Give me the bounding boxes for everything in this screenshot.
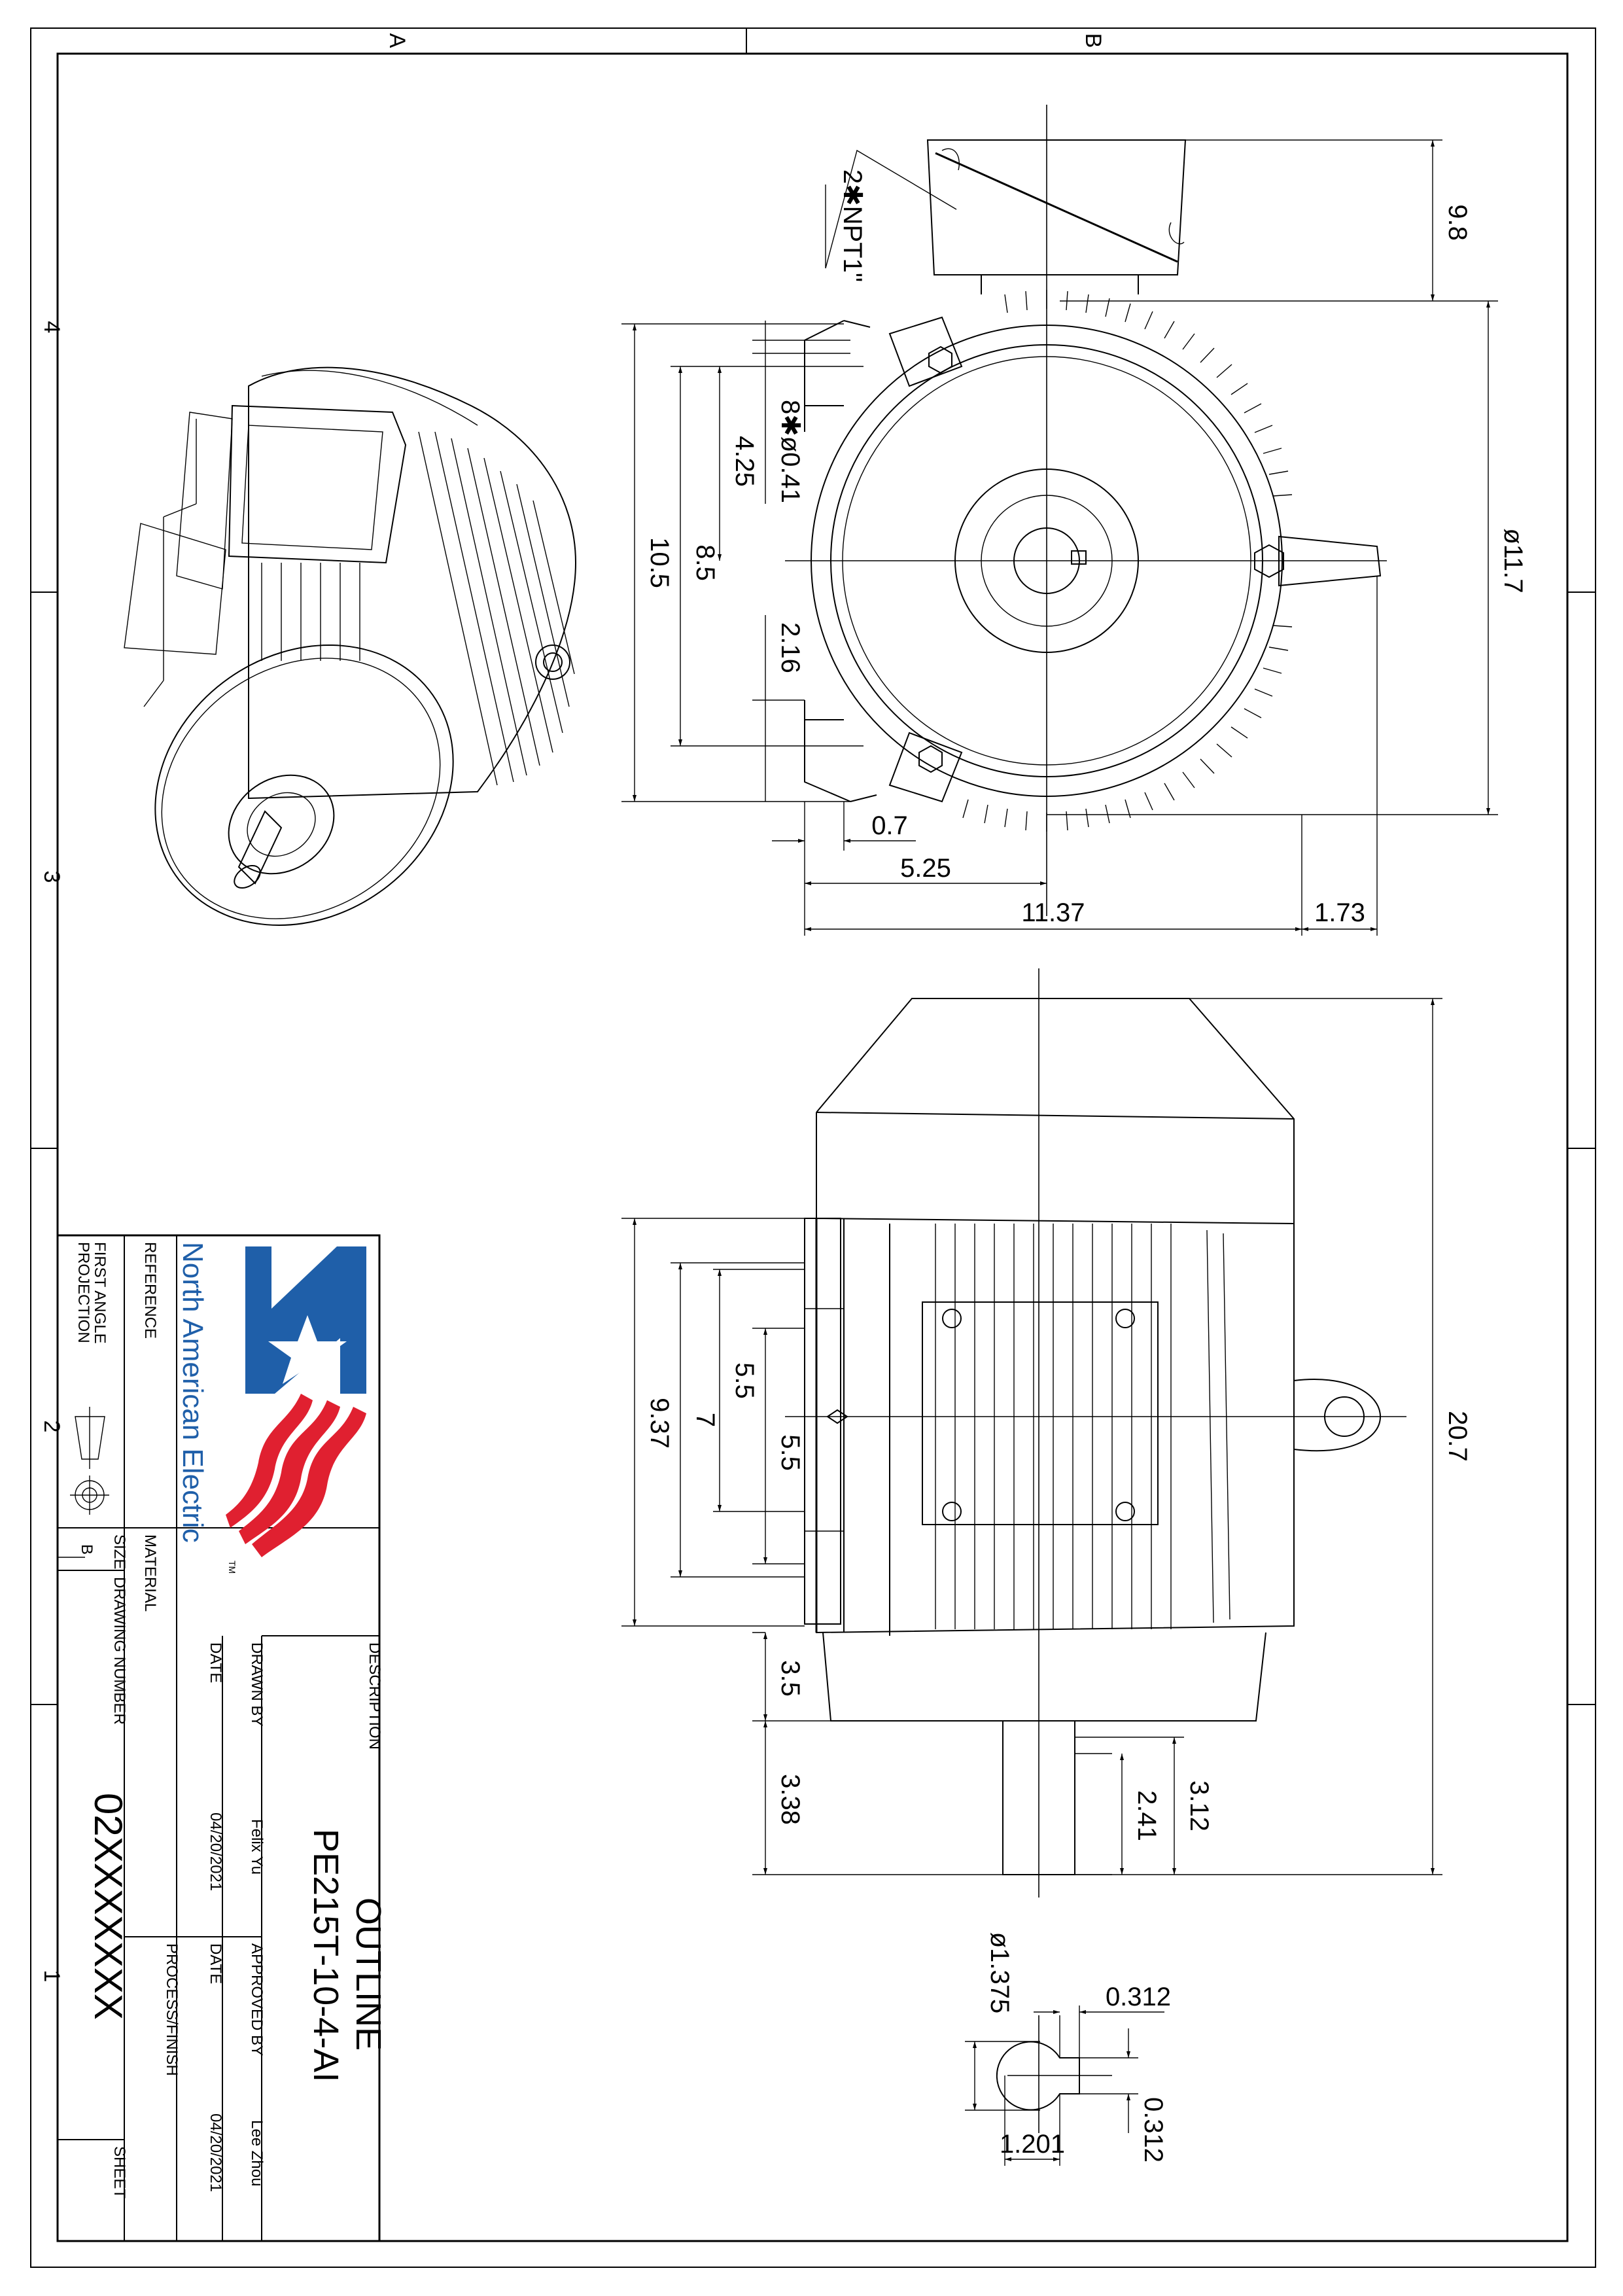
size-label: SIZE — [111, 1534, 128, 1569]
reference-label: REFERENCE — [141, 1242, 159, 1339]
dim-conduit: 2✱NPT1" — [838, 169, 867, 282]
dim-4-25: 4.25 — [730, 436, 759, 487]
dim-3-12: 3.12 — [1185, 1780, 1213, 1831]
projection-label-1: FIRST ANGLE — [91, 1242, 109, 1344]
dim-11-37: 11.37 — [1021, 898, 1085, 927]
approved-by: Lee Zhou — [248, 2120, 266, 2186]
date-1: 04/20/2021 — [207, 1812, 224, 1891]
isometric-motor-view — [124, 366, 577, 926]
description-line1: OUTLINE — [349, 1898, 388, 2051]
date-2: 04/20/2021 — [207, 2113, 224, 2192]
side-fins — [935, 1224, 1230, 1629]
first-angle-projection-symbol — [70, 1407, 109, 1515]
dim-2-41: 2.41 — [1132, 1790, 1161, 1841]
dim-0-7: 0.7 — [871, 811, 908, 840]
size-value: B — [78, 1544, 96, 1555]
front-fins — [962, 290, 1293, 832]
approved-by-label: APPROVED BY — [248, 1943, 266, 2056]
drawn-by: Felix Yu — [248, 1819, 266, 1875]
dim-9-37: 9.37 — [645, 1398, 674, 1449]
dim-5-5-a: 5.5 — [730, 1362, 759, 1399]
dim-9-8: 9.8 — [1443, 204, 1472, 241]
drawing-number: 02XXXXXXX — [86, 1793, 130, 2020]
description-line2: PE215T-10-4-AI — [306, 1829, 345, 2082]
dim-1-73: 1.73 — [1314, 898, 1365, 927]
dim-10-5: 10.5 — [645, 537, 674, 588]
dim-3-5: 3.5 — [776, 1660, 805, 1697]
trademark: TM — [227, 1561, 237, 1574]
zone-label-2: 2 — [39, 1421, 64, 1433]
dim-shaft-dia: ø1.375 — [985, 1932, 1014, 2014]
description-label: DESCRIPTION — [366, 1642, 383, 1750]
material-label: MATERIAL — [141, 1534, 159, 1612]
sheet-border: A B 4 3 2 1 — [30, 27, 1596, 2268]
drawing-number-label: DRAWING NUMBER — [111, 1577, 128, 1725]
dim-5-25: 5.25 — [900, 854, 951, 883]
date-label-2: DATE — [207, 1943, 224, 1984]
zone-label-a: A — [385, 33, 410, 48]
dim-key-width: 0.312 — [1106, 1983, 1171, 2011]
front-view: 9.8 ø11.7 2✱NPT1" 10.5 8.5 4.25 8✱ø0.41 … — [621, 105, 1527, 936]
projection-label-2: PROJECTION — [75, 1242, 92, 1343]
zone-label-1: 1 — [39, 1970, 64, 1983]
dim-holes: 8✱ø0.41 — [776, 400, 805, 503]
dim-flat: 1.201 — [1000, 2130, 1065, 2159]
zone-label-b: B — [1081, 33, 1106, 48]
company-logo: North American Electric TM — [177, 1242, 366, 1574]
title-block: North American Electric TM REFERENCE FIR… — [56, 1234, 388, 2242]
zone-label-3: 3 — [39, 871, 64, 883]
process-finish-label: PROCESS/FINISH — [163, 1943, 181, 2076]
dim-2-16: 2.16 — [776, 622, 805, 673]
dim-key-height: 0.312 — [1139, 2097, 1168, 2163]
iso-fins — [261, 431, 575, 786]
dim-7: 7 — [691, 1413, 720, 1427]
drawn-by-label: DRAWN BY — [248, 1642, 266, 1726]
dim-20-7: 20.7 — [1443, 1411, 1472, 1462]
zone-label-4: 4 — [39, 321, 64, 334]
date-label-1: DATE — [207, 1642, 224, 1683]
sheet-label: SHEET — [111, 2146, 128, 2199]
dim-3-38: 3.38 — [776, 1774, 805, 1825]
shaft-section-view: ø1.375 0.312 0.312 1.201 — [965, 1932, 1171, 2166]
dim-dia-11-7: ø11.7 — [1499, 528, 1527, 593]
company-name: North American Electric — [177, 1242, 209, 1543]
dim-5-5-b: 5.5 — [776, 1434, 805, 1471]
side-view: 20.7 9.37 7 5.5 5.5 3.5 3.38 3.12 — [621, 968, 1472, 1898]
dim-8-5: 8.5 — [691, 544, 720, 581]
